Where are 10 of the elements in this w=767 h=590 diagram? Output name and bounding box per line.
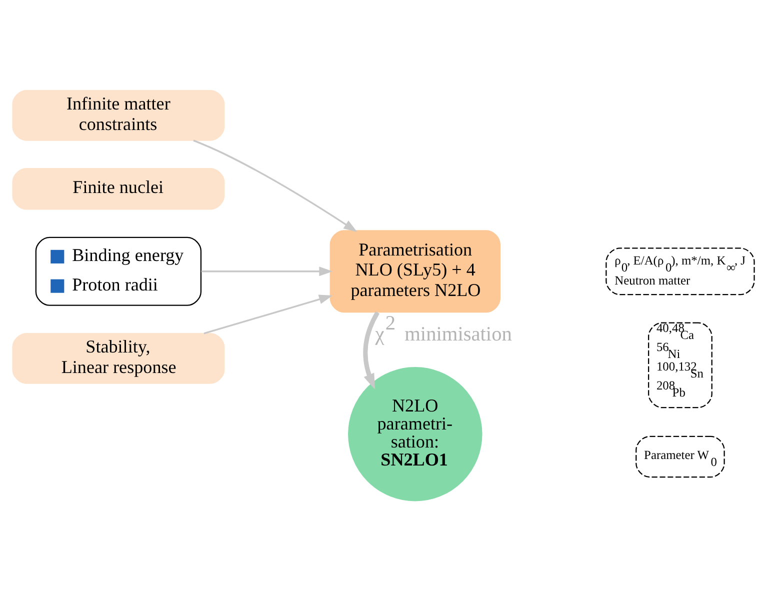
node-box: Infinite matter constraints	[12, 89, 225, 140]
arrow	[193, 139, 358, 232]
node-box: Stability, Linear response	[12, 332, 225, 384]
arrow	[201, 266, 333, 276]
node-circle: N2LO parametri- sation: SN2LO1	[348, 366, 482, 501]
arrow	[363, 310, 380, 390]
node-box: Parametrisation NLO (SLy5) + 4 parameters N2LO	[330, 230, 500, 312]
node-box: Finite nuclei	[12, 167, 225, 210]
node-box: Binding energy Proton radii	[35, 236, 202, 306]
arrow	[204, 294, 333, 334]
